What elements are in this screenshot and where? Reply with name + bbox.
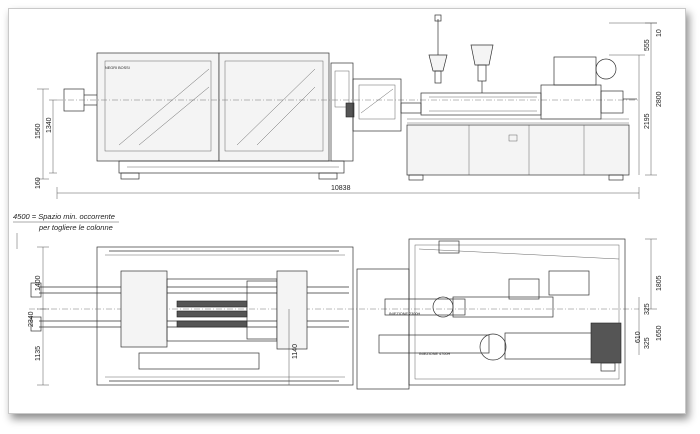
dim-top-1650: 1650 (656, 325, 663, 341)
clamp-guard-left (96, 52, 220, 162)
barrel-1 (384, 298, 466, 316)
dim-top-325-b: 325 (644, 337, 651, 349)
top-dimensions: 1400 2340 1135 1140 1805 325 325 610 165… (28, 238, 663, 386)
dim-front-10: 10 (656, 29, 663, 37)
fixed-platen-top (276, 270, 308, 350)
tie-bar-note: 4500 = Spazio min. occorrente per toglie… (13, 212, 119, 249)
top-plan-view: INIEZIONE 2300H INIEZIONE 4700H (29, 238, 639, 390)
hopper-2 (470, 44, 494, 66)
label-injection-1: INIEZIONE 2300H (389, 312, 420, 316)
dim-top-325-a: 325 (644, 303, 651, 315)
barrel-2 (378, 334, 490, 354)
drawing-frame: NEGRI BOSSI (8, 8, 686, 414)
injection-frame (408, 238, 626, 386)
motor-unit (553, 56, 597, 86)
dim-front-1340: 1340 (46, 117, 53, 133)
note-line-2: per togliere le colonne (38, 223, 113, 232)
dim-front-555: 555 (644, 39, 651, 51)
injection-base (406, 124, 630, 176)
front-elevation-view: NEGRI BOSSI (57, 14, 639, 181)
moving-platen (120, 270, 168, 348)
dim-top-1400: 1400 (35, 275, 42, 291)
front-dimensions: 10838 1560 1340 160 2800 2195 555 10 (35, 22, 663, 199)
dim-top-2340: 2340 (28, 311, 35, 327)
plate-label: NEGRI BOSSI (105, 66, 130, 70)
label-injection-2: INIEZIONE 4700H (419, 352, 450, 356)
dim-top-1140: 1140 (292, 344, 299, 359)
dim-top-610: 610 (635, 331, 642, 343)
dim-top-1135: 1135 (35, 346, 42, 361)
dim-overall-length: 10838 (331, 185, 351, 192)
injection-barrel (420, 92, 542, 116)
machine-base-left (118, 160, 345, 174)
injection-guard (356, 268, 410, 390)
technical-drawing: NEGRI BOSSI (13, 14, 663, 390)
dim-top-1805: 1805 (656, 275, 663, 291)
clamp-guard-right (218, 52, 330, 162)
control-cabinet (352, 78, 402, 132)
mould-area (166, 278, 278, 342)
dim-front-1560: 1560 (35, 123, 42, 139)
note-line-1: 4500 = Spazio min. occorrente (13, 212, 115, 221)
injection-carriage (540, 84, 602, 120)
hopper-1 (428, 54, 448, 72)
dim-front-2800: 2800 (656, 91, 663, 107)
clamp-frame (96, 246, 354, 386)
dim-front-160: 160 (35, 177, 42, 189)
dim-front-2195: 2195 (644, 113, 651, 129)
